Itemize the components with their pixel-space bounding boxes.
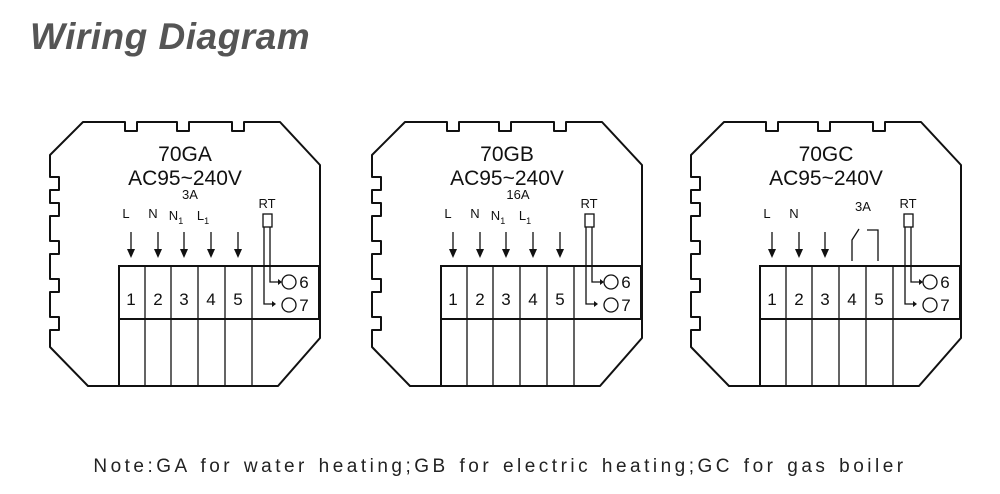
relay-contact <box>867 229 879 261</box>
terminal-label: L1 <box>197 208 209 226</box>
sensor-wire <box>910 227 919 283</box>
terminal-label: N1 <box>169 208 183 226</box>
sensor-terminal-number: 6 <box>621 273 630 292</box>
feed-arrow-head <box>502 249 510 258</box>
terminal-number: 5 <box>555 290 564 309</box>
terminal-block <box>440 265 642 320</box>
terminal-label: N <box>789 206 798 221</box>
sensor-arrow <box>594 301 598 307</box>
sensor-terminal-number: 6 <box>299 273 308 292</box>
sensor-label: RT <box>899 196 916 211</box>
sensor-label: RT <box>580 196 597 211</box>
terminal-label: L <box>763 206 770 221</box>
terminal-number: 2 <box>153 290 162 309</box>
terminal-number: 1 <box>448 290 457 309</box>
feed-arrow-head <box>180 249 188 258</box>
sensor-terminal <box>603 297 619 313</box>
sensor-probe <box>262 213 273 228</box>
sensor-wire <box>904 227 913 305</box>
sensor-arrow <box>600 279 604 285</box>
sensor-terminal-number: 7 <box>299 296 308 315</box>
feed-arrow-head <box>821 249 829 258</box>
sensor-arrow <box>919 279 923 285</box>
voltage-label: AC95~240V <box>769 167 883 190</box>
terminal-label: L <box>122 206 129 221</box>
terminal-number: 5 <box>233 290 242 309</box>
sensor-terminal-number: 7 <box>940 296 949 315</box>
footnote: Note:GA for water heating;GB for electri… <box>93 456 907 477</box>
sensor-terminal <box>922 274 938 290</box>
sensor-terminal <box>603 274 619 290</box>
terminal-number: 3 <box>820 290 829 309</box>
sensor-terminal-number: 7 <box>621 296 630 315</box>
sensor-terminal <box>922 297 938 313</box>
sensor-arrow <box>913 301 917 307</box>
sensor-terminal <box>281 297 297 313</box>
terminal-number: 1 <box>767 290 776 309</box>
sensor-label: RT <box>258 196 275 211</box>
terminal-label: N <box>470 206 479 221</box>
relay-contact <box>851 228 860 261</box>
terminal-number: 5 <box>874 290 883 309</box>
sensor-probe <box>584 213 595 228</box>
feed-arrow-head <box>154 249 162 258</box>
terminal-label: N1 <box>491 208 505 226</box>
voltage-label: AC95~240V <box>450 167 564 190</box>
terminal-number: 3 <box>501 290 510 309</box>
housing-outline <box>49 121 321 387</box>
terminal-label: L1 <box>519 208 531 226</box>
sensor-wire <box>585 227 594 305</box>
model-label: 70GA <box>158 143 212 166</box>
model-label: 70GC <box>799 143 854 166</box>
current-rating: 16A <box>506 187 529 202</box>
terminal-block <box>759 265 961 320</box>
sensor-arrow <box>272 301 276 307</box>
sensor-terminal <box>281 274 297 290</box>
terminal-number: 2 <box>794 290 803 309</box>
current-rating: 3A <box>855 199 871 214</box>
feed-arrow-head <box>768 249 776 258</box>
feed-arrow-head <box>795 249 803 258</box>
terminal-label: L <box>444 206 451 221</box>
terminal-number: 2 <box>475 290 484 309</box>
terminal-number: 4 <box>847 290 856 309</box>
housing-outline <box>371 121 643 387</box>
model-label: 70GB <box>480 143 534 166</box>
feed-arrow-head <box>234 249 242 258</box>
terminal-number: 1 <box>126 290 135 309</box>
terminal-number: 4 <box>528 290 537 309</box>
voltage-label: AC95~240V <box>128 167 242 190</box>
feed-arrow-head <box>476 249 484 258</box>
feed-arrow-head <box>127 249 135 258</box>
sensor-wire <box>591 227 600 283</box>
terminal-block <box>118 265 320 320</box>
page-title: Wiring Diagram <box>30 16 311 57</box>
terminal-number: 3 <box>179 290 188 309</box>
feed-arrow-head <box>207 249 215 258</box>
sensor-wire <box>263 227 272 305</box>
feed-arrow-head <box>449 249 457 258</box>
sensor-wire <box>269 227 278 283</box>
feed-arrow-head <box>556 249 564 258</box>
sensor-arrow <box>278 279 282 285</box>
feed-arrow-head <box>529 249 537 258</box>
terminal-label: N <box>148 206 157 221</box>
current-rating: 3A <box>182 187 198 202</box>
housing-outline <box>690 121 962 387</box>
sensor-terminal-number: 6 <box>940 273 949 292</box>
terminal-number: 4 <box>206 290 215 309</box>
sensor-probe <box>903 213 914 228</box>
